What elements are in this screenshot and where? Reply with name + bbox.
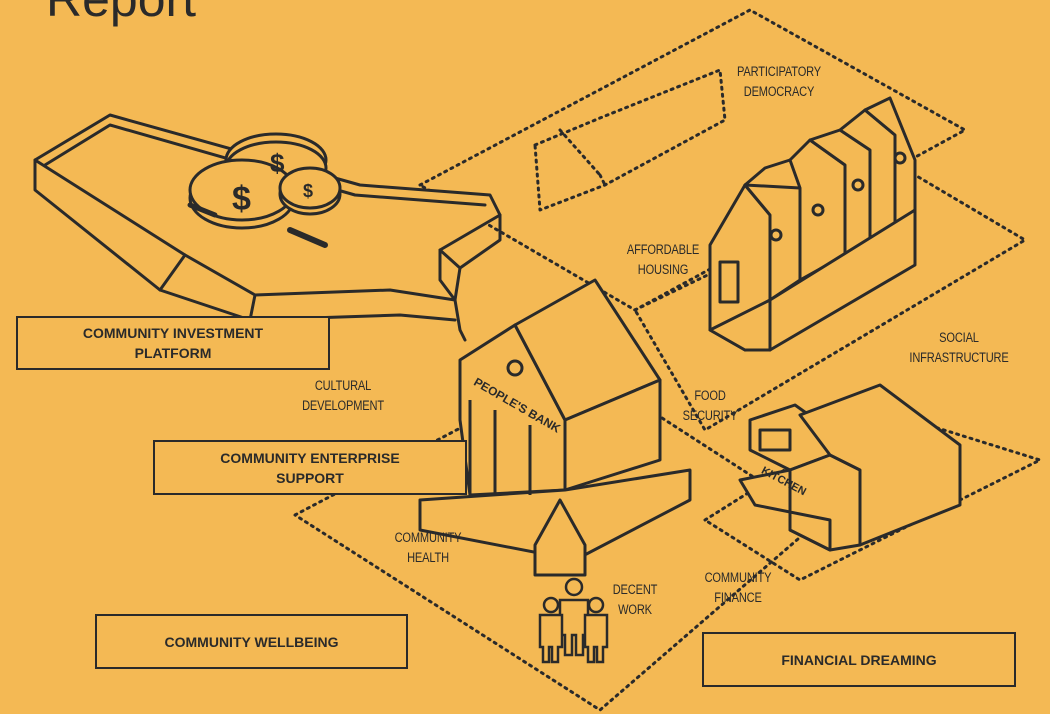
dotted-lot-social	[633, 173, 1027, 432]
houses-icon	[708, 96, 917, 352]
coin-stack-icon	[187, 132, 342, 248]
dotted-house-outline	[533, 68, 727, 212]
box-community-investment-platform: COMMUNITY INVESTMENT PLATFORM	[16, 316, 330, 370]
svg-text:$: $	[303, 181, 313, 201]
bank-icon	[418, 278, 692, 577]
label-affordable-housing: AFFORDABLE HOUSING	[626, 242, 700, 277]
dollar-sign-icon: $ $ $	[232, 148, 313, 218]
box-community-enterprise-support: COMMUNITY ENTERPRISE SUPPORT	[153, 440, 467, 495]
label-community-finance: COMMUNITY FINANCE	[704, 570, 772, 605]
label-community-health: COMMUNITY HEALTH	[394, 530, 462, 565]
label-cultural-development: CULTURAL DEVELOPMENT	[302, 378, 384, 413]
dotted-lot-housing	[418, 8, 967, 312]
box-community-wellbeing: COMMUNITY WELLBEING	[95, 614, 408, 669]
box-label: COMMUNITY ENTERPRISE SUPPORT	[220, 449, 400, 486]
box-label: COMMUNITY WELLBEING	[164, 633, 339, 650]
page-title: Report	[46, 0, 196, 28]
label-food-security: FOOD SECURITY	[682, 388, 738, 423]
people-icon	[538, 577, 609, 664]
label-decent-work: DECENT WORK	[612, 582, 658, 617]
box-label: FINANCIAL DREAMING	[781, 651, 937, 668]
kitchen-icon	[738, 383, 962, 552]
label-social-infrastructure: SOCIAL INFRASTRUCTURE	[909, 330, 1009, 365]
dotted-lot-kitchen	[703, 408, 1042, 582]
box-label: COMMUNITY INVESTMENT PLATFORM	[82, 325, 264, 361]
label-participatory-democracy: PARTICIPATORY DEMOCRACY	[737, 64, 821, 99]
box-financial-dreaming: FINANCIAL DREAMING	[702, 632, 1016, 687]
svg-text:$: $	[270, 148, 285, 178]
svg-text:$: $	[232, 180, 251, 218]
